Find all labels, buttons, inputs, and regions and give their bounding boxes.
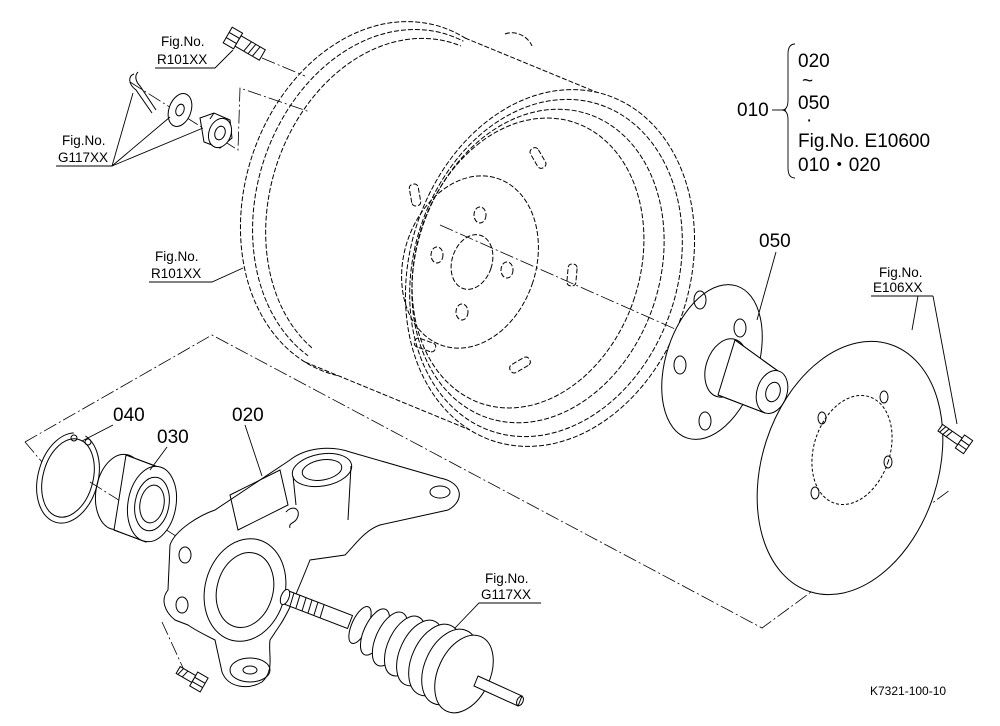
label-rim: Fig.No. R101XX [151, 249, 201, 281]
vent-slot [509, 356, 531, 374]
stud-hole [455, 303, 469, 321]
disc-bolt-hole [879, 390, 889, 404]
top-bolt [222, 26, 267, 61]
knuckle-bolt [175, 665, 209, 693]
disc-bolt [937, 423, 974, 455]
castle-nut [199, 112, 233, 149]
leader-lines [56, 43, 958, 629]
label-top-bolt: Fig.No. R101XX [157, 34, 207, 67]
fig-code: G117XX [58, 150, 108, 165]
assembly-item: 050 [798, 93, 830, 114]
hub-stud-hole [693, 290, 707, 310]
stud-hole [500, 261, 514, 279]
fig-no-label: Fig.No. [879, 265, 923, 280]
assembly-brace [781, 43, 796, 179]
bracket-hole [175, 596, 189, 614]
disc-bolt-hole [810, 486, 820, 500]
hub-stud-hole [733, 318, 747, 338]
stud-hole [430, 246, 444, 264]
disc-bolt-hole [817, 411, 827, 425]
bracket-hole [178, 546, 192, 564]
assembly-number: 010 [737, 100, 769, 121]
label-disc: Fig.No. E106XX [873, 265, 923, 295]
washer [167, 93, 193, 127]
fig-no-label: Fig.No. [485, 571, 529, 586]
label-shaft: Fig.No. G117XX [481, 571, 531, 602]
hub-stud-hole [673, 355, 687, 375]
wheel-rim [239, 21, 696, 447]
rim-front-edge [404, 89, 696, 447]
stud-hole [473, 206, 487, 224]
cv-boot [348, 606, 494, 714]
snap-ring-lug [84, 438, 92, 446]
fig-code: R101XX [151, 266, 201, 281]
vent-slot [566, 263, 578, 287]
shaft-splines [289, 592, 325, 619]
fig-code: R101XX [157, 52, 207, 67]
fig-no-label: Fig.No. [155, 249, 199, 264]
assembly-item-range: ~ [802, 71, 813, 92]
part-number-bearing: 030 [157, 427, 189, 448]
snap-ring-lug [70, 434, 78, 442]
knuckle-rib [229, 469, 289, 531]
snap-ring [36, 426, 100, 524]
part-number-knuckle: 020 [232, 405, 264, 426]
disc-bolt-hole [883, 455, 893, 469]
knuckle-clip [285, 507, 299, 529]
wheel-hub [661, 284, 789, 440]
assembly-item-separator: · [806, 110, 812, 131]
assembly-item: 020 [798, 51, 830, 72]
vent-slot [413, 337, 437, 353]
steering-knuckle [163, 447, 460, 688]
assembly-item: 010・020 [798, 155, 880, 176]
part-number-snap-ring: 040 [113, 405, 145, 426]
brake-disc [756, 340, 944, 596]
drive-shaft [279, 588, 524, 714]
assembly-callout: 010 020 ~ 050 · Fig.No. E10600 010・020 [737, 51, 930, 176]
hub-spindle-end [755, 370, 789, 414]
part-number-hub: 050 [759, 231, 791, 252]
steering-arm-hole [429, 485, 451, 499]
fig-code: G117XX [481, 587, 531, 602]
label-hardware-left: Fig.No. G117XX [58, 133, 108, 165]
disc-pitch-circle [811, 394, 893, 506]
fig-no-label: Fig.No. [161, 34, 205, 49]
fig-no-label: Fig.No. [62, 133, 106, 148]
fig-code: E106XX [873, 280, 923, 295]
hub-stud-hole [698, 411, 712, 431]
ball-bearing [94, 453, 178, 543]
cotter-pin [129, 71, 157, 114]
drawing-id: K7321-100-10 [870, 684, 946, 698]
assembly-item-figref: Fig.No. E10600 [798, 131, 930, 152]
lower-kingpin-boss [229, 657, 271, 683]
center-bore [450, 234, 494, 290]
